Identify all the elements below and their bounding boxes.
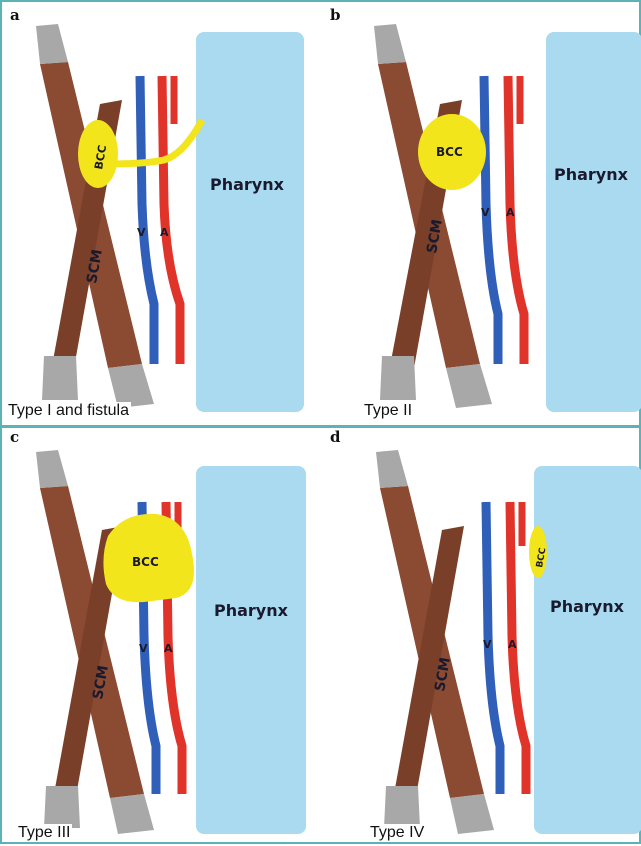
artery-label: A — [506, 206, 515, 219]
pharynx-label: Pharynx — [554, 165, 629, 184]
pharynx-label: Pharynx — [550, 597, 625, 616]
pharynx-shape — [534, 466, 641, 834]
pharynx-shape — [196, 32, 304, 412]
tendon-bottom-right — [446, 364, 492, 408]
pharynx-label: Pharynx — [210, 175, 285, 194]
pharynx-shape — [196, 466, 306, 834]
panel-d-drawing: BCC SCM V A Pharynx — [324, 426, 641, 846]
panel-c-drawing: BCC SCM V A Pharynx — [4, 426, 324, 846]
panel-a: BCC SCM V A Pharynx a Type I and fistula — [4, 4, 324, 424]
tendon-bottom-left — [380, 356, 416, 400]
vein-label: V — [483, 638, 492, 651]
pharynx-label: Pharynx — [214, 601, 289, 620]
tendon-top — [36, 24, 68, 64]
fistula-tract — [110, 120, 202, 164]
cyst-label: BCC — [132, 555, 159, 569]
artery-label: A — [164, 642, 173, 655]
panel-divider — [2, 425, 641, 428]
vein-label: V — [139, 642, 148, 655]
panel-caption: Type II — [362, 402, 414, 420]
vein-label: V — [481, 206, 490, 219]
tendon-bottom-left — [42, 356, 78, 400]
vein-label: V — [137, 226, 146, 239]
tendon-bottom-right — [110, 794, 154, 834]
panel-letter: b — [330, 6, 341, 24]
panel-letter: c — [10, 428, 19, 446]
tendon-bottom-right — [450, 794, 494, 834]
artery-label: A — [508, 638, 517, 651]
vein-shape — [484, 76, 498, 364]
panel-b: BCC SCM V A Pharynx b Type II — [324, 4, 641, 424]
panel-c: BCC SCM V A Pharynx c Type III — [4, 426, 324, 846]
tendon-bottom-left — [384, 786, 420, 828]
vein-shape — [140, 76, 154, 364]
panel-d: BCC SCM V A Pharynx d Type IV — [324, 426, 641, 846]
cyst-label: BCC — [436, 145, 463, 159]
panel-letter: a — [10, 6, 20, 24]
panel-caption: Type I and fistula — [6, 402, 131, 420]
panel-a-drawing: BCC SCM V A Pharynx — [4, 4, 324, 424]
panel-caption: Type IV — [368, 824, 426, 842]
panel-b-drawing: BCC SCM V A Pharynx — [324, 4, 641, 424]
tendon-top — [376, 450, 408, 488]
tendon-top — [36, 450, 68, 488]
panel-letter: d — [330, 428, 341, 446]
pharynx-shape — [546, 32, 641, 412]
tendon-top — [374, 24, 406, 64]
artery-label: A — [160, 226, 169, 239]
tendon-bottom-left — [44, 786, 80, 828]
panel-caption: Type III — [16, 824, 72, 842]
